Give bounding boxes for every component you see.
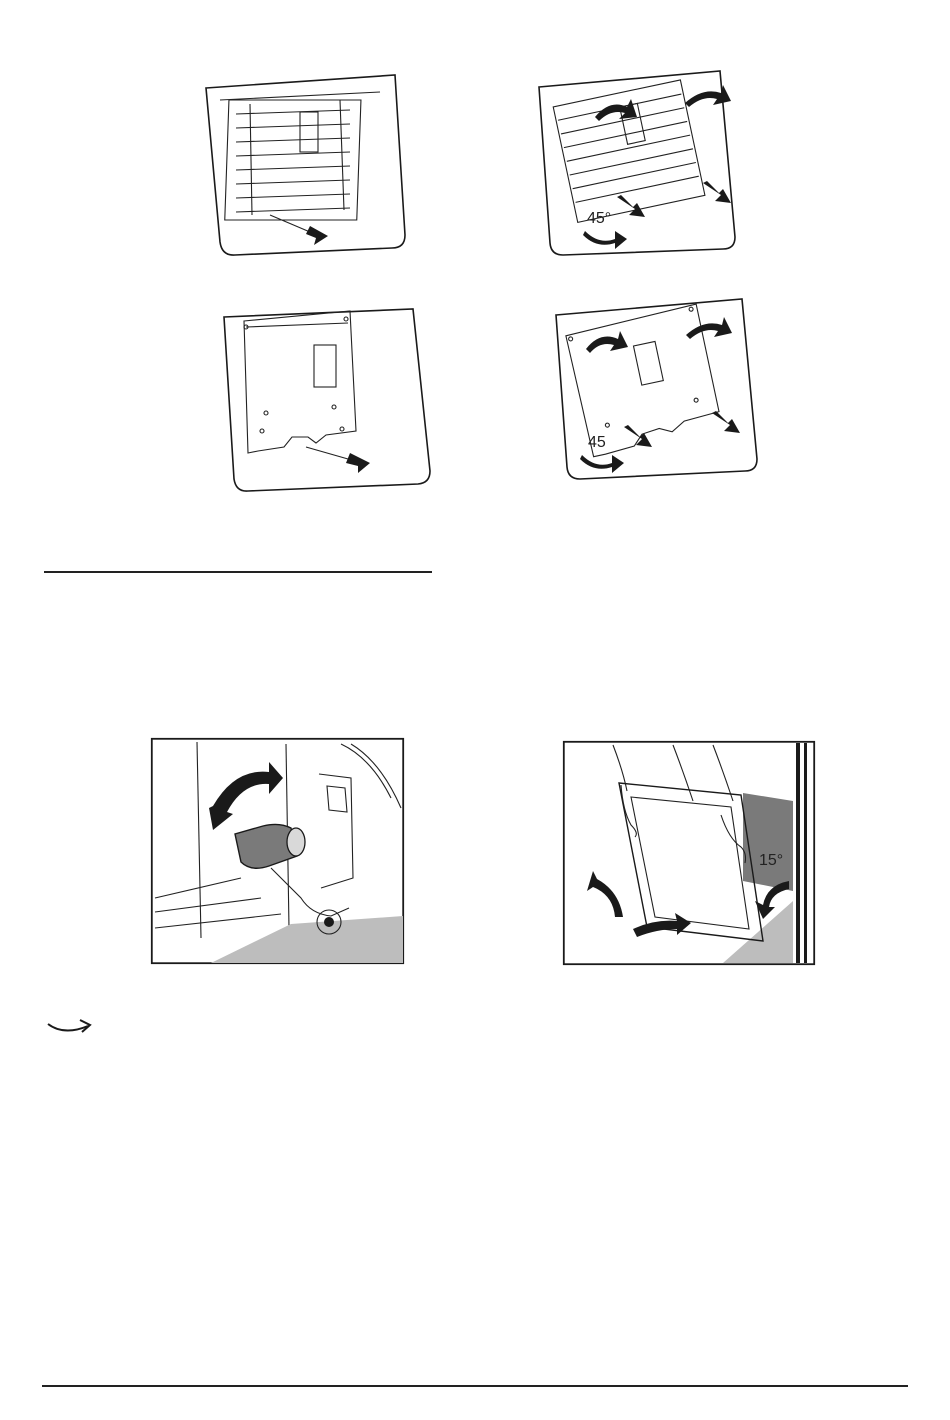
curved-arrow-icon [44, 1014, 94, 1040]
footer-divider [42, 1385, 908, 1387]
figure-panel-removal-tilted: 45 [552, 295, 762, 485]
figure-door-removal: 15° [563, 741, 815, 965]
panel-angle-label: 45 [588, 434, 606, 451]
figure-rack-removal-tilted: 45° [535, 65, 745, 260]
door-angle-label: 15° [759, 852, 783, 869]
figure-rack-removal [200, 70, 415, 265]
figure-panel-removal [218, 303, 433, 495]
rack-angle-label: 45° [587, 210, 611, 227]
figure-door-hinge [151, 738, 404, 964]
section-divider [44, 571, 432, 573]
